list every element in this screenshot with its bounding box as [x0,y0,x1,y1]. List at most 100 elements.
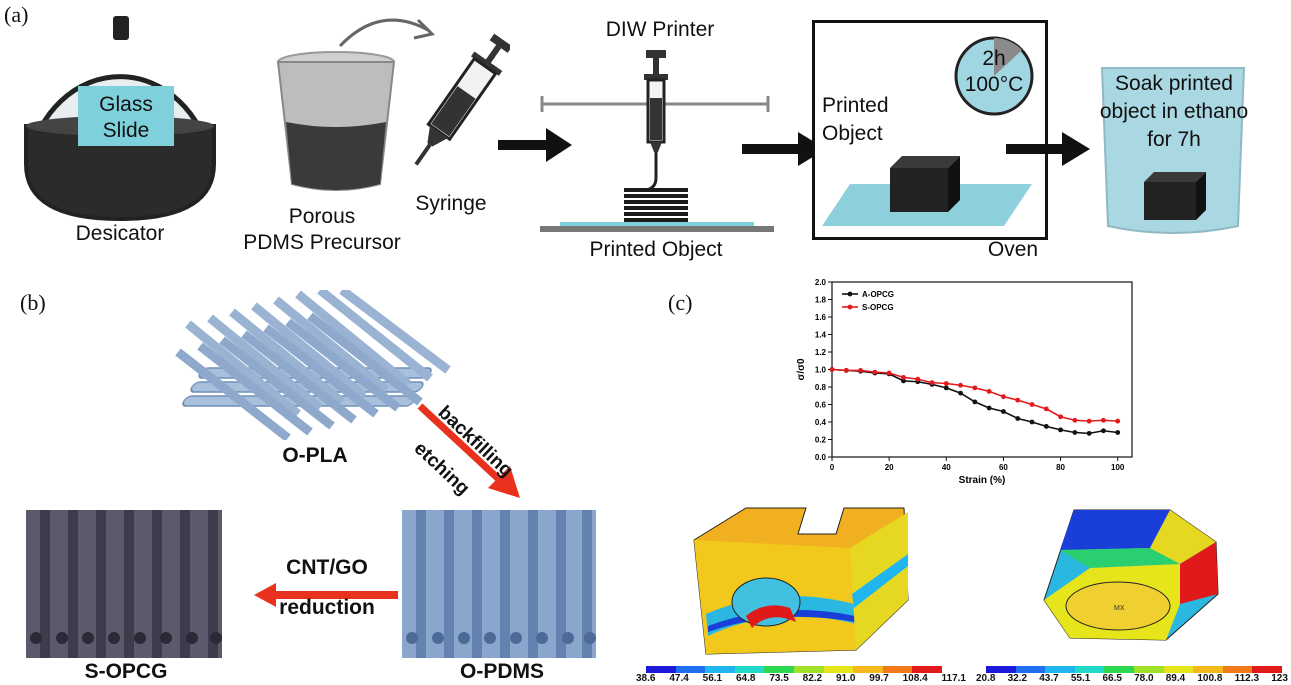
series-point-s-opcg [1058,414,1063,420]
legend-marker-a-opcg [847,291,853,297]
colorbar-tick-label: 43.7 [1039,673,1059,684]
y-tick-label: 0.6 [815,401,827,410]
colorbar-swatch [1163,666,1194,673]
y-tick-label: 0.4 [815,418,827,427]
colorbar-swatch [1193,666,1223,673]
desicator-base [24,124,216,222]
colorbar-tick-label: 55.1 [1070,673,1091,684]
reduction-label: reduction [279,596,375,619]
series-point-s-opcg [1072,417,1078,423]
series-point-s-opcg [901,374,906,380]
cnt-go-arrow [254,583,398,607]
colorbar-tick-label: 108.4 [902,673,928,684]
colorbar-swatch [793,666,824,673]
printed-object-label: Printed Object [822,92,889,148]
curved-arrow [338,18,435,48]
process-arrow-1 [498,128,572,162]
colorbar-swatch [1133,666,1164,673]
o-pdms-block [402,510,596,658]
series-point-a-opcg [901,378,906,384]
colorbar-tick-label: 38.6 [636,673,656,684]
colorbar-swatch [764,666,794,673]
series-point-s-opcg [1015,397,1021,403]
oven-temp: 100°C [964,73,1024,96]
series-point-a-opcg [958,390,963,396]
y-tick-label: 0.0 [815,453,827,462]
oven-time: 2h [982,47,1006,70]
series-point-s-opcg [958,382,963,388]
ethanol-beaker [1100,67,1246,234]
series-point-s-opcg [829,367,835,372]
x-tick-label: 100 [1111,463,1125,472]
colorbar-swatch [705,666,735,673]
series-point-a-opcg [972,399,978,405]
colorbar-swatch [986,666,1016,673]
series-point-s-opcg [1115,418,1121,424]
series-point-s-opcg [1086,418,1092,424]
series-point-s-opcg [929,380,935,386]
colorbar-swatch [1222,666,1253,673]
fea-model-left [693,507,909,655]
colorbar-tick-label: 47.4 [669,673,689,684]
y-tick-label: 1.4 [815,331,827,340]
syringe-label: Syringe [415,192,487,215]
panel-label-c: (c) [668,290,693,315]
series-point-a-opcg [943,385,949,391]
colorbar-swatch [912,666,942,673]
oven-timer-text: 2h 100°C [952,46,1036,98]
series-point-s-opcg [1101,417,1106,423]
panel-label-a: (a) [4,2,29,27]
series-point-a-opcg [1029,419,1035,425]
panel-label-b: (b) [20,290,46,315]
colorbar-tick-label: 112.3 [1234,673,1260,684]
legend-label-s-opcg: S-OPCG [862,303,894,312]
soak-line2: object in ethano [1099,100,1249,123]
series-point-s-opcg [1029,402,1035,407]
colorbar-swatch [823,666,854,673]
series-point-s-opcg [986,388,992,394]
syringe-illustration [414,33,510,166]
soak-line1: Soak printed [1115,72,1233,95]
oven-printed-object [822,156,1032,226]
x-tick-label: 0 [830,463,835,472]
series-point-a-opcg [1058,427,1063,433]
precursor-label: Porous PDMS Precursor [232,204,412,256]
desicator-illustration [24,16,216,222]
diw-printer-illustration [540,50,774,232]
colorbar-tick-label: 100.8 [1197,673,1223,684]
legend-marker-s-opcg [847,304,853,310]
series-point-a-opcg [1101,428,1106,434]
colorbar-swatch [1015,666,1046,673]
x-tick-label: 80 [1056,463,1065,472]
colorbar-tick-label: 64.8 [735,673,756,684]
colorbar-tick-label: 73.5 [769,673,789,684]
backfilling-arrow [417,403,520,498]
colorbar-tick-label: 123 [1271,673,1288,684]
series-point-s-opcg [1001,394,1006,400]
colorbar-tick-label: 82.2 [802,673,823,684]
y-axis-label: σ/σ0 [796,358,807,380]
colorbar-swatch [1104,666,1134,673]
series-point-a-opcg [1043,423,1049,429]
s-opcg-label: S-OPCG [84,660,168,683]
soak-line3: for 7h [1147,128,1201,151]
s-opcg-block [26,510,222,658]
cnt-go-label: CNT/GO [286,556,368,579]
desicator-label: Desicator [75,222,165,245]
process-arrow-3 [1006,132,1090,166]
colorbar-right [986,666,1282,673]
fea-model-right: MX [1043,509,1219,641]
legend-label-a-opcg: A-OPCG [862,290,894,299]
x-tick-label: 20 [885,463,894,472]
colorbar-swatch [1074,666,1105,673]
series-point-a-opcg [1115,430,1121,435]
series-point-s-opcg [858,367,863,373]
precursor-cup [276,51,396,191]
glass-slide-line1: Glass [99,93,153,116]
y-tick-label: 2.0 [815,278,827,287]
series-point-s-opcg [943,381,949,386]
series-point-s-opcg [972,385,978,391]
series-point-s-opcg [843,367,849,373]
series-point-a-opcg [1001,409,1006,414]
